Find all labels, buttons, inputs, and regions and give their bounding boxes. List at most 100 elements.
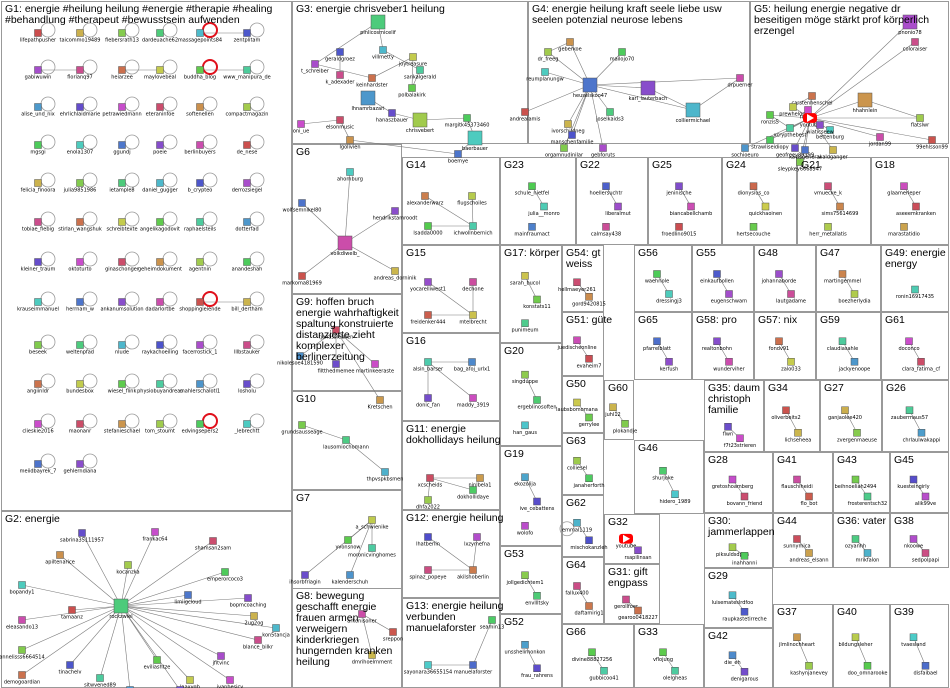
node-label: ivanhesicy <box>217 685 244 688</box>
avatar-icon <box>586 293 593 300</box>
node-label: jollgedichtem1 <box>505 580 543 586</box>
avatar-icon <box>77 342 84 349</box>
avatar-icon <box>574 399 581 406</box>
node-label: tom_stoumt <box>145 429 175 435</box>
node-label: pnonio78 <box>898 30 921 36</box>
node-label: filtthedmemee <box>318 369 355 375</box>
node-label: kuesteingirly <box>897 484 929 490</box>
node-label: boemye <box>448 159 468 165</box>
node-label: villmetty <box>372 55 394 61</box>
avatar-icon <box>35 461 42 468</box>
node-gebforuts[interactable]: gebforuts <box>591 145 615 159</box>
cluster-title: G56 <box>638 247 658 259</box>
node-label: dmrihoelrnment <box>352 660 392 666</box>
cluster-title: G34 <box>768 382 788 394</box>
avatar-icon <box>312 61 319 68</box>
node-label: mrikfalon <box>856 558 880 564</box>
avatar-icon <box>603 223 610 230</box>
avatar-icon <box>842 407 849 414</box>
avatar-icon <box>569 132 576 139</box>
node-waldganger[interactable]: waldganger <box>818 147 848 161</box>
node-label: eugenschwarn <box>711 299 747 305</box>
cluster-title: G2: energie <box>5 513 60 525</box>
avatar-icon <box>726 291 733 298</box>
avatar-icon <box>742 145 749 152</box>
avatar-icon <box>714 271 721 278</box>
avatar-icon <box>77 299 84 306</box>
node-flwn[interactable]: flwn <box>723 423 733 437</box>
node-label: angiinldr <box>27 389 50 395</box>
node-label: froedlino9015 <box>662 231 697 237</box>
avatar-icon <box>817 122 824 129</box>
avatar-icon <box>750 183 757 190</box>
node-label: julia9851986 <box>63 188 97 194</box>
node-label: www_manipura_de <box>223 75 270 81</box>
cluster-title: erzengel <box>754 25 794 37</box>
node-label: gehlerndiana <box>64 469 97 475</box>
node-label: eviliashtze <box>144 665 171 671</box>
node-label: ggundj <box>113 150 130 156</box>
avatar-icon <box>244 421 251 428</box>
node-label: buddha_blog <box>184 75 216 81</box>
avatar-icon <box>157 104 164 111</box>
avatar-icon <box>477 475 484 482</box>
node-label: juedischeonline <box>556 345 596 351</box>
avatar-icon <box>197 259 204 266</box>
avatar-icon <box>119 421 126 428</box>
avatar-icon <box>470 487 477 494</box>
node-orgamnudinilar[interactable]: orgamnudinilar <box>545 145 584 159</box>
avatar-icon <box>347 169 354 176</box>
node-label: blance_bilkr <box>243 645 274 651</box>
node-label: sreppon <box>383 637 403 643</box>
avatar-icon <box>783 407 790 414</box>
avatar-icon <box>666 291 673 298</box>
node-label: kon5tancja <box>262 633 290 639</box>
node-label: wolofo <box>517 530 533 536</box>
node-label: coloraiser <box>903 47 928 53</box>
node-label: frosterentsch32 <box>848 501 887 507</box>
avatar-icon <box>119 180 126 187</box>
avatar-icon <box>787 125 794 132</box>
avatar-icon <box>839 271 846 278</box>
avatar-icon <box>762 203 769 210</box>
cluster-title: heilung <box>296 656 330 668</box>
cluster-title: G40 <box>837 606 857 618</box>
avatar-icon <box>425 359 432 366</box>
node-label: herr_metallatis <box>809 231 847 237</box>
cluster-title: G57: nix <box>758 314 798 326</box>
cluster-title: G39 <box>894 606 914 618</box>
avatar-icon <box>114 599 128 613</box>
avatar-icon <box>157 67 164 74</box>
node-label: sochioeuro <box>731 153 758 159</box>
cluster-title: G22 <box>580 159 600 171</box>
cluster-title: G28 <box>708 454 728 466</box>
avatar-icon <box>299 273 306 280</box>
avatar-icon <box>565 121 572 128</box>
avatar-icon <box>776 271 783 278</box>
cluster-title: G61 <box>885 314 905 326</box>
node-label: flwn <box>723 431 733 437</box>
avatar-icon <box>806 550 813 557</box>
node-label: mtelbrecht <box>459 320 486 326</box>
avatar-icon <box>377 397 384 404</box>
avatar-icon <box>737 435 744 442</box>
avatar-icon <box>425 567 432 574</box>
cluster-title: G21 <box>801 159 821 171</box>
avatar-icon <box>227 677 234 684</box>
node-label: martingemmel <box>824 279 861 285</box>
avatar-icon <box>795 429 802 436</box>
avatar-icon <box>380 47 387 54</box>
node-label: tvaesland <box>901 642 925 648</box>
node-label: inahhanni <box>732 560 757 566</box>
avatar-icon <box>534 592 541 599</box>
node-label: ozyanhh <box>845 544 866 550</box>
avatar-icon <box>77 30 84 37</box>
node-label: flauschiheidi <box>781 484 813 490</box>
cluster-title: G16 <box>406 335 426 347</box>
node-label: carstenhenschel <box>791 101 832 107</box>
node-label: waehriole <box>645 279 669 285</box>
node-label: frankac64 <box>142 537 167 543</box>
node-label: felicia_finoora <box>21 188 56 194</box>
node-label: stefanieschael <box>104 429 140 435</box>
cluster-title: G29 <box>708 570 728 582</box>
